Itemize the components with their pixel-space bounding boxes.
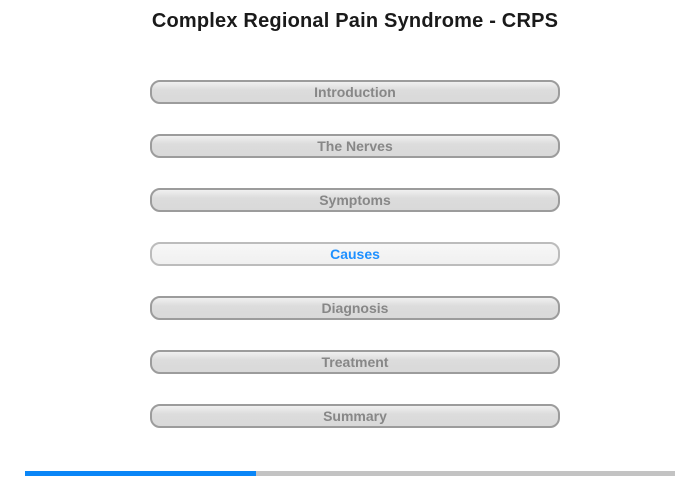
menu-button-diagnosis[interactable]: Diagnosis [150, 296, 560, 320]
menu-button-summary[interactable]: Summary [150, 404, 560, 428]
menu-button-the-nerves[interactable]: The Nerves [150, 134, 560, 158]
progress-bar[interactable] [25, 471, 675, 476]
menu-button-symptoms[interactable]: Symptoms [150, 188, 560, 212]
progress-fill [25, 471, 256, 476]
main-menu: Introduction The Nerves Symptoms Causes … [150, 80, 560, 428]
page-title: Complex Regional Pain Syndrome - CRPS [151, 10, 559, 32]
menu-button-introduction[interactable]: Introduction [150, 80, 560, 104]
menu-button-causes[interactable]: Causes [150, 242, 560, 266]
menu-button-treatment[interactable]: Treatment [150, 350, 560, 374]
